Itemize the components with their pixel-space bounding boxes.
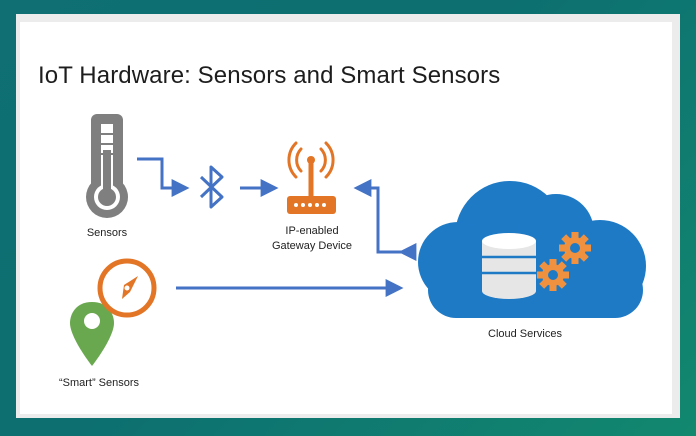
gateway-label-line1: IP-enabled [285, 225, 339, 237]
slide-title: IoT Hardware: Sensors and Smart Sensors [38, 62, 501, 89]
gateway-label: IP-enabled Gateway Device [262, 224, 362, 254]
router-icon [287, 141, 336, 214]
gear-icon [537, 232, 591, 291]
smart-sensors-label: “Smart” Sensors [58, 377, 140, 389]
thermometer-icon [86, 114, 128, 218]
cloud-database-gears-icon [418, 181, 646, 318]
cloud-services-label: Cloud Services [488, 328, 562, 340]
arrow-sensor-to-bluetooth [137, 157, 190, 197]
arrow-gateway-cloud [353, 179, 417, 261]
database-icon [482, 233, 536, 299]
location-compass-icon [70, 258, 157, 366]
bluetooth-icon [199, 165, 224, 209]
gateway-label-line2: Gateway Device [271, 240, 353, 252]
sensors-label: Sensors [86, 227, 128, 239]
